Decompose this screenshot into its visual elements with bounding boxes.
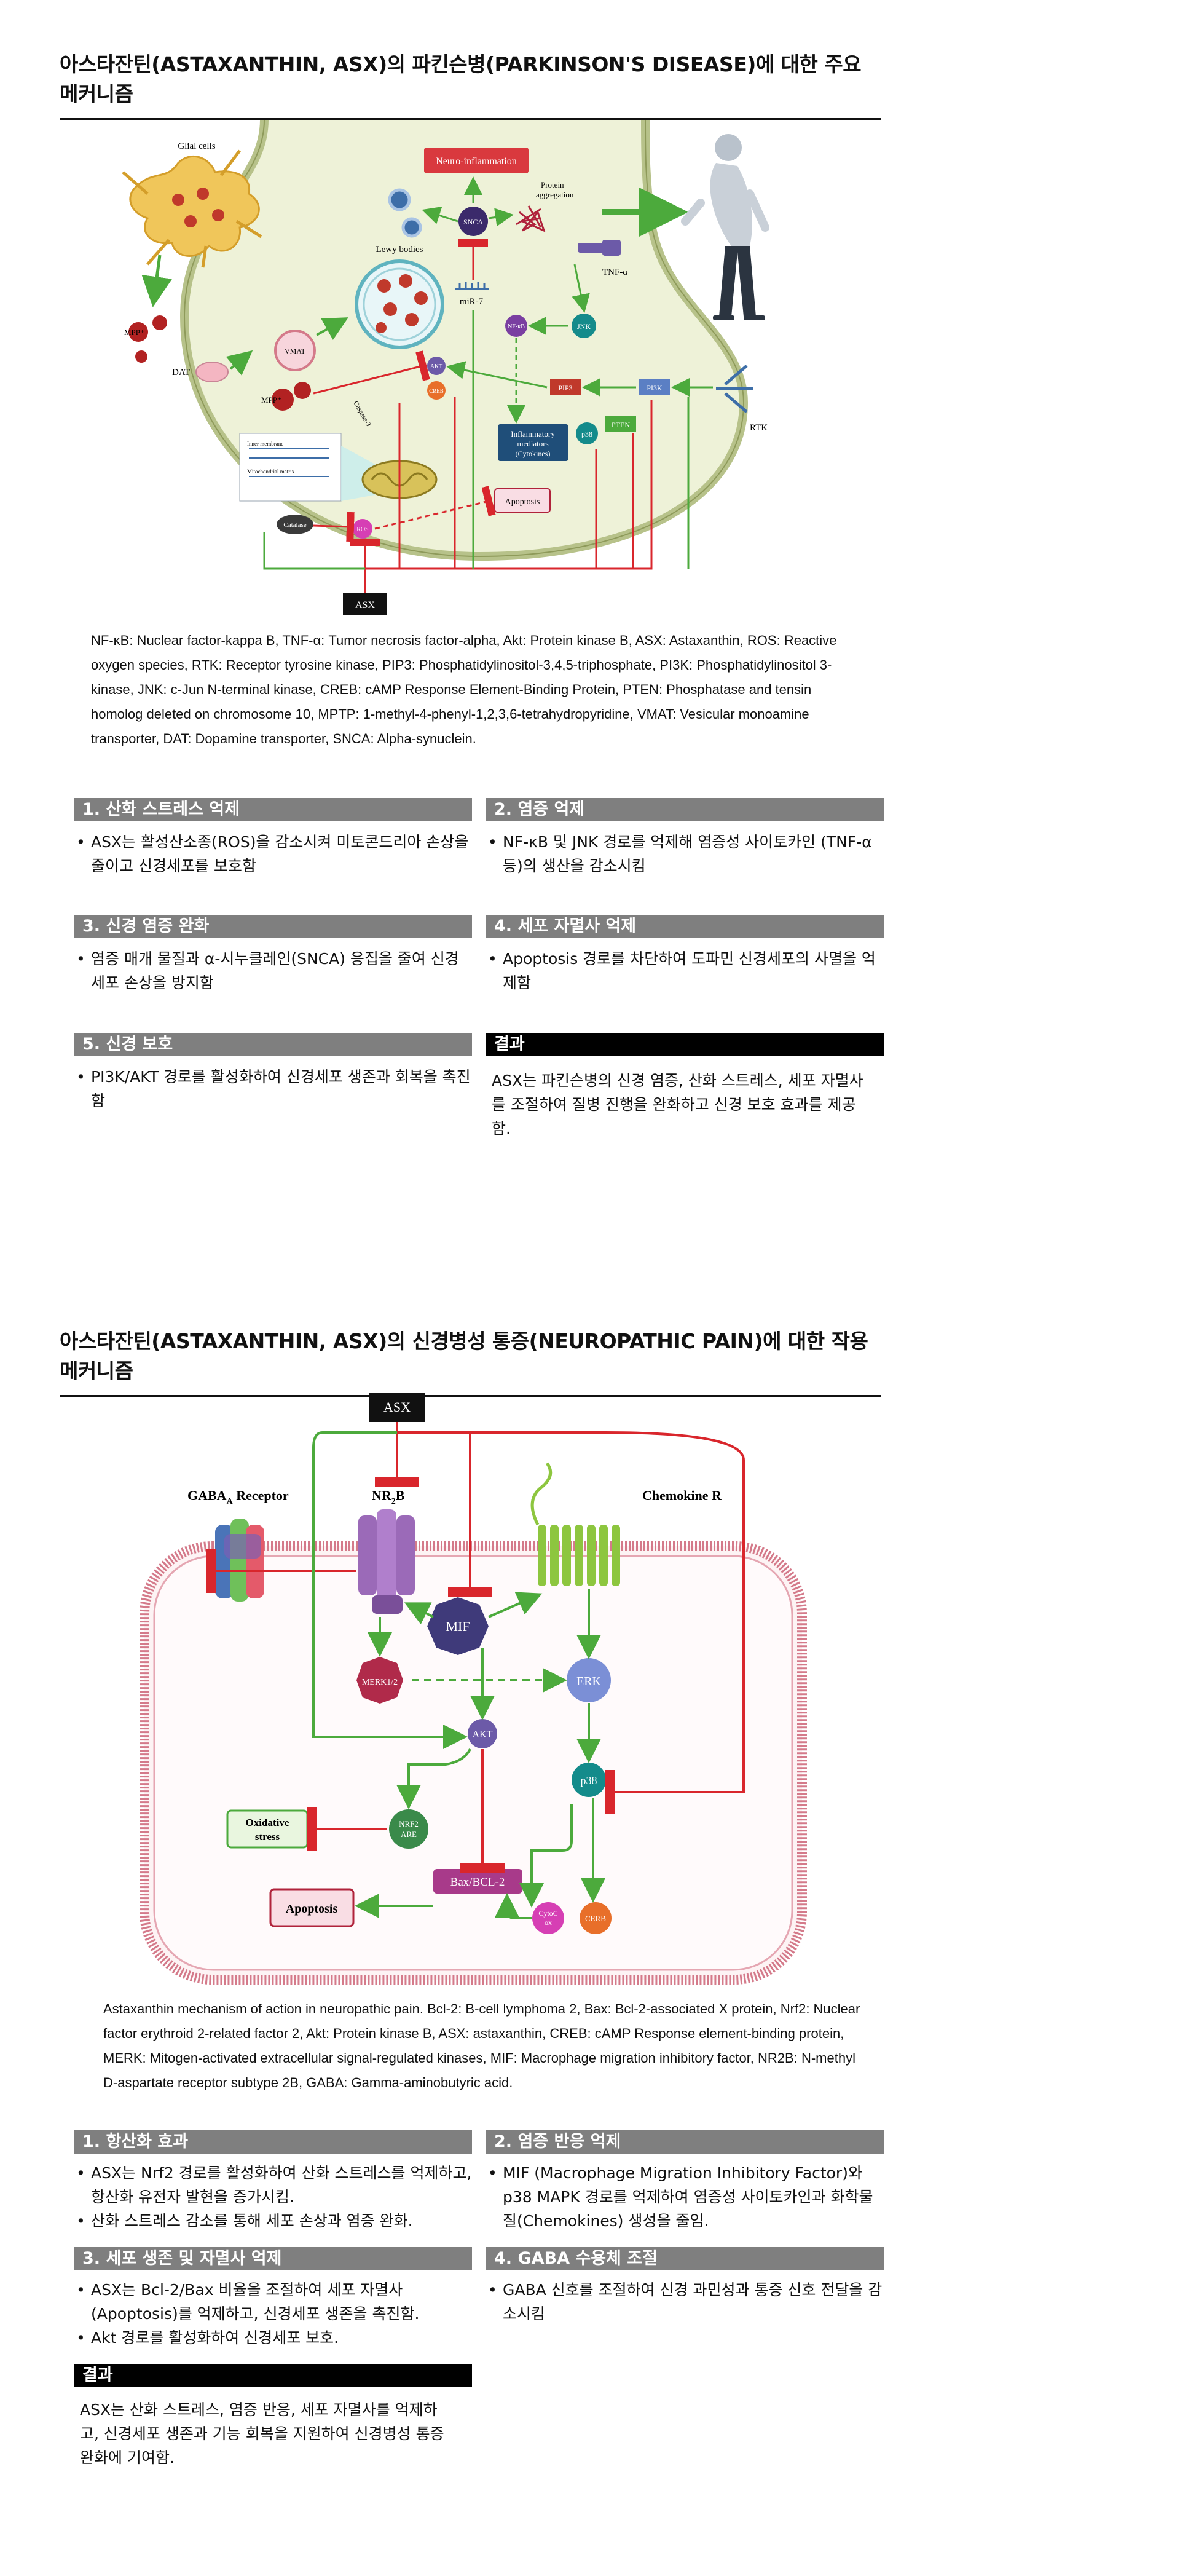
gaba-receptor-label: GABAA Receptor bbox=[187, 1488, 289, 1506]
asx-label: ASX bbox=[384, 1399, 411, 1415]
erk-label: ERK bbox=[576, 1675, 602, 1688]
rtk-receptor-icon bbox=[716, 365, 753, 413]
pi3k-label: PI3K bbox=[647, 384, 663, 392]
s1-result-text: ASX는 파킨슨병의 신경 염증, 산화 스트레스, 세포 자멸사를 조절하여 … bbox=[492, 1072, 863, 1137]
dat-label: DAT bbox=[172, 368, 190, 377]
rtk-label: RTK bbox=[750, 423, 768, 433]
s2-box3-head: 3. 세포 생존 및 자멸사 억제 bbox=[74, 2247, 472, 2270]
s1-box3-list: 염증 매개 물질과 α-시누클레인(SNCA) 응집을 줄여 신경세포 손상을 … bbox=[74, 947, 472, 995]
pten-label: PTEN bbox=[612, 421, 630, 429]
nr2b-receptor-icon bbox=[358, 1509, 415, 1614]
cytoc-label-2: ox bbox=[545, 1918, 552, 1927]
parkinson-patient-figure bbox=[681, 134, 769, 320]
s2-box1-item-2: 산화 스트레스 감소를 통해 세포 손상과 염증 완화. bbox=[74, 2209, 472, 2233]
s2-box1-list: ASX는 Nrf2 경로를 활성화하여 산화 스트레스를 억제하고, 항산화 유… bbox=[74, 2161, 472, 2233]
akt-label: AKT bbox=[430, 363, 443, 370]
s1-box3-head: 3. 신경 염증 완화 bbox=[74, 915, 472, 938]
pip3-label: PIP3 bbox=[558, 384, 572, 392]
s2-box1-item-1: ASX는 Nrf2 경로를 활성화하여 산화 스트레스를 억제하고, 항산화 유… bbox=[74, 2161, 472, 2209]
s2-result-head: 결과 bbox=[74, 2364, 472, 2387]
protein-aggregation-label-1: Protein bbox=[541, 180, 564, 189]
s2-box2-head: 2. 염증 반응 억제 bbox=[486, 2130, 884, 2154]
glial-cells-icon bbox=[122, 149, 262, 268]
akt-label: AKT bbox=[473, 1729, 493, 1740]
s1-box2-item: NF-κB 및 JNK 경로를 억제해 염증성 사이토카인 (TNF-α 등)의… bbox=[486, 830, 884, 878]
s1-box3-item: 염증 매개 물질과 α-시누클레인(SNCA) 응집을 줄여 신경세포 손상을 … bbox=[74, 947, 472, 995]
nfkb-label: NF-κB bbox=[508, 323, 525, 330]
bax-label: Bax/BCL-2 bbox=[450, 1876, 505, 1889]
p38-label: p38 bbox=[581, 1774, 597, 1787]
mito-matrix-label: Mitochondrial matrix bbox=[247, 468, 295, 475]
inflammatory-label-3: (Cytokines) bbox=[516, 449, 551, 458]
inflammatory-label-2: mediators bbox=[517, 439, 548, 448]
s2-result-text: ASX는 산화 스트레스, 염증 반응, 세포 자멸사를 억제하고, 신경세포 … bbox=[80, 2401, 444, 2467]
creb-label: CERB bbox=[585, 1914, 606, 1923]
catalase-label: Catalase bbox=[283, 521, 306, 529]
tnfa-label: TNF-α bbox=[602, 267, 627, 277]
cytoc-label-1: CytoC bbox=[538, 1909, 557, 1918]
s2-box3-list: ASX는 Bcl-2/Bax 비율을 조절하여 세포 자멸사 (Apoptosi… bbox=[74, 2278, 472, 2350]
neuro-inflammation-label: Neuro-inflammation bbox=[436, 156, 517, 167]
s2-box4-item: GABA 신호를 조절하여 신경 과민성과 통증 신호 전달을 감소시킴 bbox=[486, 2278, 884, 2326]
mif-label: MIF bbox=[446, 1619, 470, 1634]
s1-box5-item: PI3K/AKT 경로를 활성화하여 신경세포 생존과 회복을 촉진함 bbox=[74, 1065, 472, 1113]
asx-label: ASX bbox=[355, 600, 375, 610]
s1-box4-list: Apoptosis 경로를 차단하여 도파민 신경세포의 사멸을 억제함 bbox=[486, 947, 884, 995]
s1-box1-list: ASX는 활성산소종(ROS)을 감소시켜 미토콘드리아 손상을 줄이고 신경세… bbox=[74, 830, 472, 878]
apoptosis-label: Apoptosis bbox=[505, 497, 540, 507]
merk-label: MERK1/2 bbox=[362, 1678, 398, 1687]
mpp-inside-label: MPP⁺ bbox=[261, 395, 281, 405]
vmat-label: VMAT bbox=[285, 347, 306, 355]
s2-box3-item-1: ASX는 Bcl-2/Bax 비율을 조절하여 세포 자멸사 (Apoptosi… bbox=[74, 2278, 472, 2326]
s1-box5-list: PI3K/AKT 경로를 활성화하여 신경세포 생존과 회복을 촉진함 bbox=[74, 1065, 472, 1113]
s1-box4-head: 4. 세포 자멸사 억제 bbox=[486, 915, 884, 938]
s2-box2-item: MIF (Macrophage Migration Inhibitory Fac… bbox=[486, 2161, 884, 2233]
nrf2-label-2: ARE bbox=[401, 1830, 417, 1839]
s1-box5-head: 5. 신경 보호 bbox=[74, 1033, 472, 1056]
creb-label: CREB bbox=[429, 388, 444, 394]
s1-box2-list: NF-κB 및 JNK 경로를 억제해 염증성 사이토카인 (TNF-α 등)의… bbox=[486, 830, 884, 878]
lewy-bodies-label: Lewy bodies bbox=[376, 245, 423, 255]
ros-label: ROS bbox=[356, 526, 368, 533]
nr2b-label: NR2B bbox=[372, 1488, 405, 1506]
glial-cells-label: Glial cells bbox=[178, 141, 215, 151]
s2-box4-head: 4. GABA 수용체 조절 bbox=[486, 2247, 884, 2270]
oxidative-label-2: stress bbox=[255, 1831, 280, 1843]
p38-label: p38 bbox=[581, 430, 592, 438]
s2-box2-list: MIF (Macrophage Migration Inhibitory Fac… bbox=[486, 2161, 884, 2233]
inflammatory-label-1: Inflammatory bbox=[511, 429, 555, 438]
mpp-outside-label: MPP⁺ bbox=[124, 328, 144, 337]
chemokine-label: Chemokine R bbox=[642, 1488, 722, 1503]
oxidative-label-1: Oxidative bbox=[246, 1817, 289, 1828]
s2-box4-list: GABA 신호를 조절하여 신경 과민성과 통증 신호 전달을 감소시킴 bbox=[486, 2278, 884, 2326]
s1-box2-head: 2. 염증 억제 bbox=[486, 798, 884, 821]
s1-box4-item: Apoptosis 경로를 차단하여 도파민 신경세포의 사멸을 억제함 bbox=[486, 947, 884, 995]
s2-box1-head: 1. 항산화 효과 bbox=[74, 2130, 472, 2154]
chemokine-receptor-icon bbox=[538, 1525, 620, 1586]
gaba-receptor-icon bbox=[215, 1519, 264, 1602]
parkinsons-mechanism-diagram: Glial cells MPP⁺ DAT VMAT MPP⁺ Lewy bodi… bbox=[122, 119, 769, 615]
mir7-label: miR-7 bbox=[460, 297, 484, 307]
tnf-receptor-icon bbox=[578, 240, 621, 256]
section1-caption: NF-κB: Nuclear factor-kappa B, TNF-α: Tu… bbox=[91, 633, 837, 746]
protein-aggregation-icon bbox=[516, 205, 546, 232]
s2-box3-item-2: Akt 경로를 활성화하여 신경세포 보호. bbox=[74, 2326, 472, 2350]
s1-result-head: 결과 bbox=[486, 1033, 884, 1056]
section2-caption: Astaxanthin mechanism of action in neuro… bbox=[103, 2001, 860, 2090]
jnk-label: JNK bbox=[577, 322, 591, 331]
section2-title: 아스타잔틴(ASTAXANTHIN, ASX)의 신경병성 통증(NEUROPA… bbox=[60, 1325, 881, 1397]
section1-title: 아스타잔틴(ASTAXANTHIN, ASX)의 파킨슨병(PARKINSON'… bbox=[60, 48, 881, 120]
s1-box1-head: 1. 산화 스트레스 억제 bbox=[74, 798, 472, 821]
protein-aggregation-label-2: aggregation bbox=[536, 190, 574, 199]
neuropathic-pain-diagram: ASX GABAA Receptor NR2B Chemokine R MIF … bbox=[140, 1393, 807, 1985]
s1-box1-item: ASX는 활성산소종(ROS)을 감소시켜 미토콘드리아 손상을 줄이고 신경세… bbox=[74, 830, 472, 878]
apoptosis-label: Apoptosis bbox=[286, 1902, 338, 1916]
snca-label: SNCA bbox=[463, 218, 483, 226]
nrf2-label-1: NRF2 bbox=[399, 1819, 419, 1828]
inner-membrane-label: Inner membrane bbox=[247, 441, 283, 447]
